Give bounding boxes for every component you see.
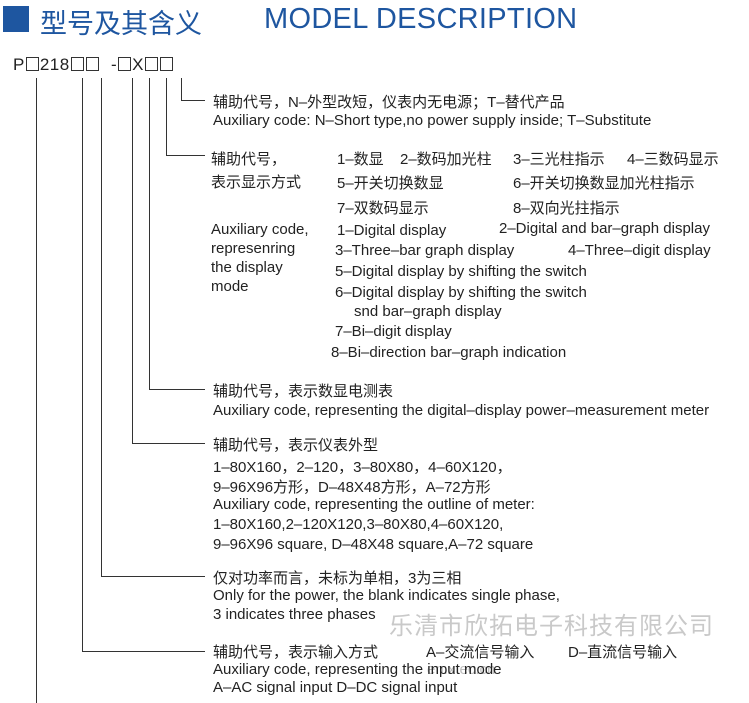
sec1-en: Auxiliary code: N–Short type,no power su… xyxy=(213,112,652,129)
sec2-en-label-1: Auxiliary code, xyxy=(211,221,309,238)
sec2-opt-cn-7: 7–双数码显示 xyxy=(337,200,429,217)
model-dash: - xyxy=(110,55,118,74)
sec2-en-label-3: the display xyxy=(211,259,283,276)
connector-line-4-h xyxy=(132,443,205,444)
model-box-6 xyxy=(159,57,173,71)
connector-line-4 xyxy=(132,78,133,444)
model-box-2 xyxy=(70,57,84,71)
sec2-opt-cn-1: 1–数显 xyxy=(337,151,384,168)
model-x: X xyxy=(132,55,144,74)
sec2-opt-cn-8: 8–双向光拄指示 xyxy=(513,200,620,217)
sec4-cn-1: 辅助代号，表示仪表外型 xyxy=(213,437,379,454)
sec2-opt-en-1: 1–Digital display xyxy=(337,222,447,239)
connector-line-6 xyxy=(166,78,167,156)
sec6-cn-d: D–直流信号输入 xyxy=(568,644,678,661)
sec2-opt-en-8: 8–Bi–direction bar–graph indication xyxy=(331,344,567,361)
sec6-en-1: Auxiliary code, representing the input m… xyxy=(213,661,502,678)
model-box-5 xyxy=(144,57,158,71)
connector-line-6-h xyxy=(166,155,205,156)
sec4-cn-3: 9–96X96方形，D–48X48方形，A–72方形 xyxy=(213,479,491,496)
sec3-cn: 辅助代号，表示数显电测表 xyxy=(213,383,394,400)
connector-line-5-h xyxy=(149,389,205,390)
connector-line-2 xyxy=(82,78,83,652)
connector-line-5 xyxy=(149,78,150,390)
sec2-opt-cn-2: 2–数码加光柱 xyxy=(400,151,492,168)
sec1-cn: 辅助代号，N–外型改短，仪表内无电源；T–替代产品 xyxy=(213,94,565,111)
sec4-en-2: 1–80X160,2–120X120,3–80X80,4–60X120, xyxy=(213,516,504,533)
sec2-opt-en-3: 3–Three–bar graph display xyxy=(335,242,515,259)
sec2-opt-en-5: 5–Digital display by shifting the switch xyxy=(335,263,587,280)
sec6-en-2: A–AC signal input D–DC signal input xyxy=(213,679,458,696)
sec2-en-label-4: mode xyxy=(211,278,249,295)
sec2-opt-cn-4: 4–三数码显示 xyxy=(627,151,719,168)
sec5-cn: 仅对功率而言，未标为单相，3为三相 xyxy=(213,570,462,587)
sec2-opt-en-4: 4–Three–digit display xyxy=(568,242,711,259)
sec2-opt-en-7: 7–Bi–digit display xyxy=(335,323,452,340)
connector-line-7-h xyxy=(181,100,205,101)
model-box-3 xyxy=(85,57,99,71)
sec2-opt-cn-6: 6–开关切换数显加光柱指示 xyxy=(513,175,695,192)
sec4-en-1: Auxiliary code, representing the outline… xyxy=(213,496,535,513)
sec2-opt-cn-5: 5–开关切换数显 xyxy=(337,175,444,192)
title-square-icon xyxy=(3,6,29,32)
watermark-site: en.xtec.cn xyxy=(427,661,496,678)
sec6-cn: 辅助代号，表示输入方式 xyxy=(213,644,379,661)
sec2-en-label-2: represenring xyxy=(211,240,296,257)
connector-line-7 xyxy=(181,78,182,101)
sec4-cn-2: 1–80X160，2–120，3–80X80，4–60X120， xyxy=(213,459,512,476)
model-box-1 xyxy=(25,57,39,71)
title-chinese: 型号及其含义 xyxy=(40,9,202,40)
connector-line-1 xyxy=(36,78,37,703)
sec2-opt-en-2: 2–Digital and bar–graph display xyxy=(499,220,710,237)
sec5-en-1: Only for the power, the blank indicates … xyxy=(213,587,560,604)
sec3-en: Auxiliary code, representing the digital… xyxy=(213,402,710,419)
sec2-cn-label-1: 辅助代号， xyxy=(211,151,287,168)
connector-line-3 xyxy=(101,78,102,577)
model-number: 218 xyxy=(39,55,70,74)
sec2-cn-label-2: 表示显示方式 xyxy=(211,174,302,191)
connector-line-2-h xyxy=(82,651,205,652)
model-code: P 218 -X xyxy=(13,55,174,75)
sec2-opt-en-6b: snd bar–graph display xyxy=(354,303,502,320)
watermark-company: 乐清市欣拓电子科技有限公司 xyxy=(389,612,714,640)
sec2-opt-cn-3: 3–三光柱指示 xyxy=(513,151,605,168)
sec4-en-3: 9–96X96 square, D–48X48 square,A–72 squa… xyxy=(213,536,534,553)
sec5-en-2: 3 indicates three phases xyxy=(213,606,376,623)
sec2-opt-en-6: 6–Digital display by shifting the switch xyxy=(335,284,587,301)
title-english: MODEL DESCRIPTION xyxy=(264,3,578,35)
model-prefix: P xyxy=(13,55,25,74)
connector-line-3-h xyxy=(101,576,205,577)
sec6-cn-a: A–交流信号输入 xyxy=(426,644,535,661)
model-box-4 xyxy=(118,57,132,71)
